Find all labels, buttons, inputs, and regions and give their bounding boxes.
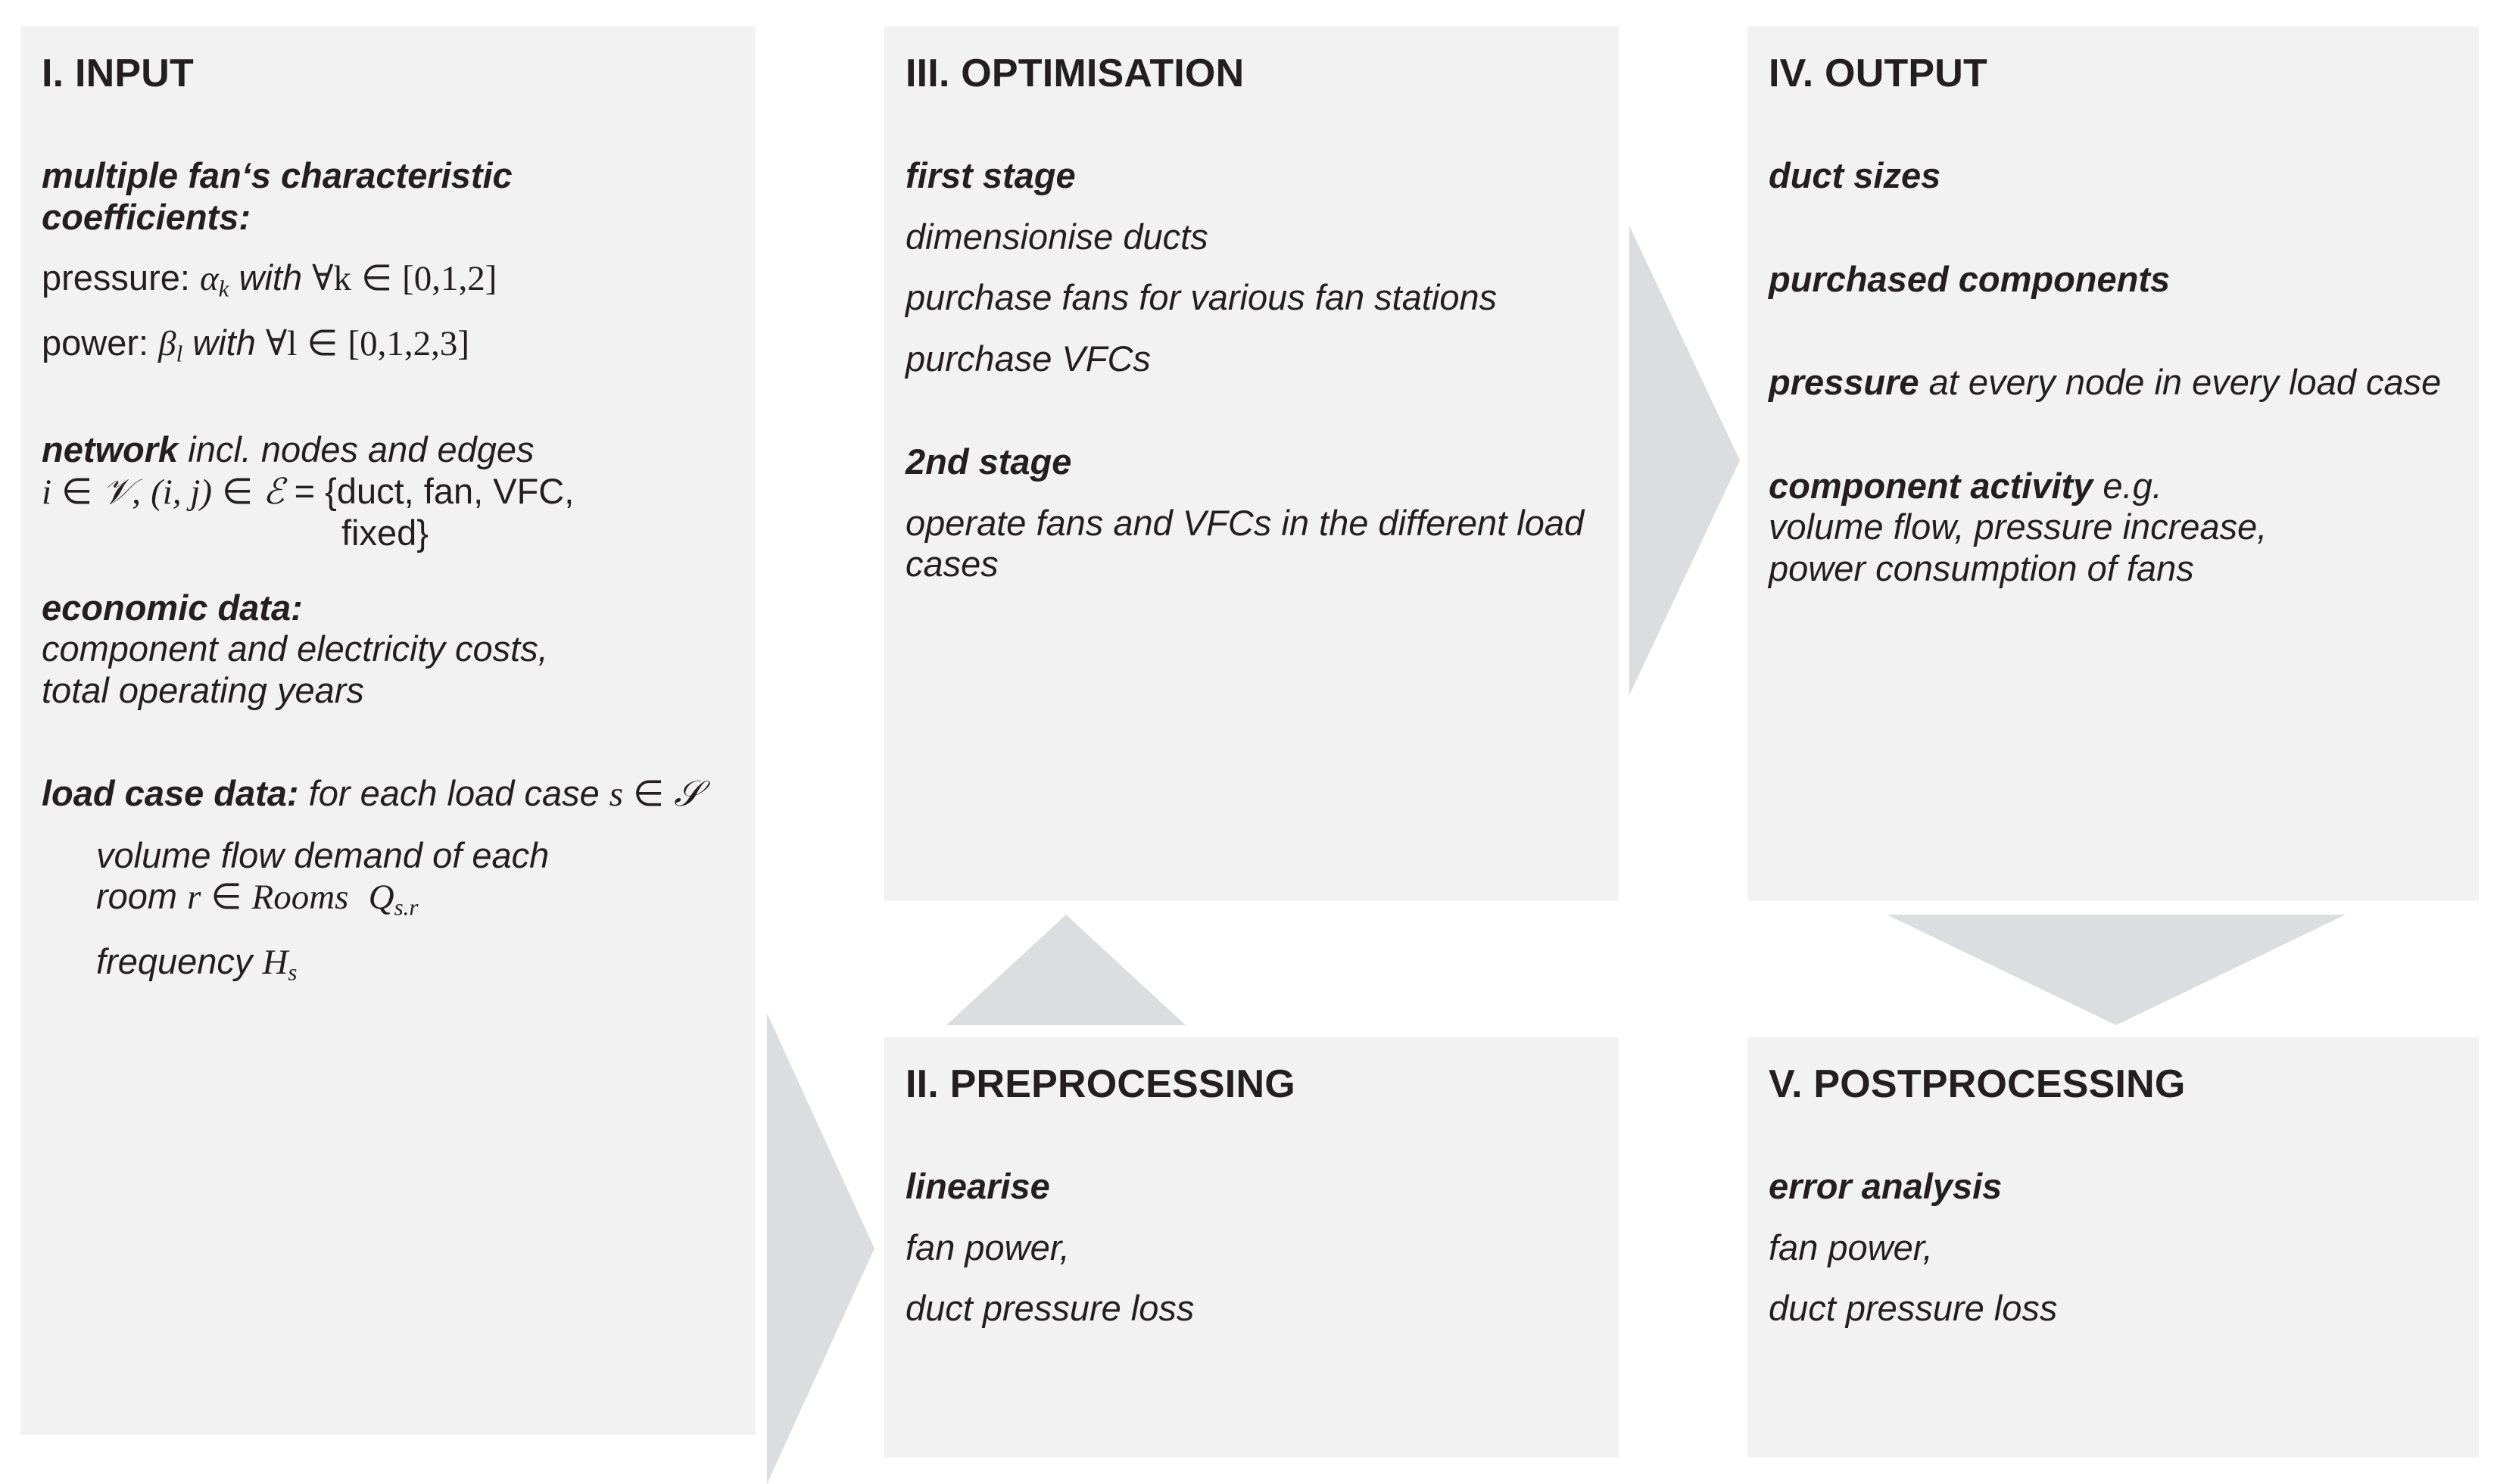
box-preprocessing: II. PREPROCESSING linearise fan power, d… (884, 1037, 1619, 1458)
input-network-ij: (i, j) (151, 472, 213, 512)
box-postprocessing-body: error analysis fan power, duct pressure … (1769, 1166, 2452, 1330)
box-preprocessing-title: II. PREPROCESSING (906, 1062, 1295, 1106)
box-postprocessing: V. POSTPROCESSING error analysis fan pow… (1747, 1037, 2479, 1458)
arrow-optimisation-to-output-icon (1629, 226, 1740, 695)
input-volume-Q: Q (368, 878, 394, 918)
input-fan-coefficients-heading: multiple fan‘s characteristic coefficien… (42, 155, 513, 237)
input-network-heading: network incl. nodes and edges (42, 429, 728, 471)
input-economic-heading: economic data: (42, 587, 303, 628)
input-volume-r: r (187, 878, 201, 918)
input-frequency-line: frequency Hs (96, 941, 728, 987)
input-power-label: power: (42, 322, 149, 363)
output-item-purchased-components: purchased components (1769, 258, 2171, 299)
optimisation-stage1-heading: first stage (906, 155, 1076, 195)
input-network-bold: network (42, 429, 179, 470)
input-loadcase-heading: load case data: for each load case s ∈ 𝒮 (42, 773, 728, 815)
input-loadcase-rest: for each load case (308, 773, 600, 814)
output-item-pressure: pressure at every node in every load cas… (1769, 362, 2452, 404)
input-network-in1: ∈ (61, 470, 93, 511)
input-frequency-label: frequency (96, 941, 253, 982)
input-economic-line2: total operating years (42, 669, 364, 710)
optimisation-stage2-item-0: operate fans and VFCs in the different l… (906, 502, 1585, 585)
input-pressure-set: [0,1,2] (402, 259, 497, 299)
box-optimisation-body: first stage dimensionise ducts purchase … (906, 155, 1591, 585)
input-volume-rooms: Rooms (251, 878, 349, 918)
input-volume-in: ∈ (210, 876, 242, 917)
input-pressure-line: pressure: αk with ∀k ∈ [0,1,2] (42, 257, 728, 303)
output-item-component-activity-line3: power consumption of fans (1769, 547, 2194, 588)
input-power-line: power: βl with ∀l ∈ [0,1,2,3] (42, 323, 728, 368)
box-optimisation-title: III. OPTIMISATION (906, 51, 1245, 95)
input-network-i: i (42, 472, 52, 512)
box-output: IV. OUTPUT duct sizes purchased componen… (1747, 26, 2479, 901)
input-power-set: [0,1,2,3] (348, 323, 469, 363)
input-power-with: with (192, 322, 256, 363)
input-network-eq: = {duct, fan, VFC, (294, 470, 575, 511)
input-frequency-H: H (262, 943, 288, 983)
input-network-rest: incl. nodes and edges (188, 429, 535, 470)
optimisation-stage1-item-0: dimensionise ducts (906, 216, 1208, 257)
output-item-component-activity-bold: component activity (1769, 465, 2093, 506)
input-power-symbol: β (158, 323, 176, 363)
optimisation-stage1-item-1: purchase fans for various fan stations (906, 277, 1498, 318)
input-volume-room: room (96, 876, 178, 917)
input-volume-line1: volume flow demand of each (96, 834, 550, 875)
box-preprocessing-body: linearise fan power, duct pressure loss (906, 1166, 1591, 1330)
postprocessing-heading: error analysis (1769, 1166, 2003, 1206)
input-power-forall: ∀l (265, 323, 298, 363)
input-network-comma: , (132, 472, 142, 512)
input-loadcase-s: s (609, 775, 624, 815)
input-frequency-H-subscript: s (288, 959, 298, 986)
box-input-body: multiple fan‘s characteristic coefficien… (42, 155, 728, 987)
box-output-title: IV. OUTPUT (1769, 51, 1988, 95)
input-loadcase-bold: load case data: (42, 773, 299, 814)
output-item-component-activity: component activity e.g. (1769, 466, 2452, 507)
preprocessing-item-1: duct pressure loss (906, 1288, 1195, 1329)
input-power-in: ∈ (307, 322, 338, 363)
box-postprocessing-title: V. POSTPROCESSING (1769, 1062, 2186, 1106)
box-output-body: duct sizes purchased components pressure… (1769, 155, 2452, 589)
output-item-pressure-bold: pressure (1769, 362, 1919, 403)
output-item-pressure-rest: at every node in every load case (1928, 362, 2442, 403)
input-network-E: ℰ (263, 472, 285, 512)
input-network-math-line1: i ∈ 𝒱, (i, j) ∈ ℰ = {duct, fan, VFC, (42, 471, 728, 513)
input-pressure-symbol: α (199, 259, 219, 299)
input-volume-line2: room r ∈ Rooms Qs.r (96, 876, 728, 921)
input-pressure-forall: ∀k (312, 259, 352, 299)
optimisation-stage1-item-2: purchase VFCs (906, 338, 1151, 379)
input-network-math-line2: fixed} (341, 513, 429, 553)
input-loadcase-S: 𝒮 (674, 775, 702, 815)
input-loadcase-in: ∈ (633, 773, 665, 814)
postprocessing-item-0: fan power, (1769, 1227, 1933, 1267)
input-volume-Q-subscript: s.r (394, 894, 419, 921)
input-power-subscript: l (176, 340, 183, 367)
arrow-input-to-preprocessing-icon (767, 1013, 874, 1484)
box-input-title: I. INPUT (42, 51, 194, 95)
postprocessing-item-1: duct pressure loss (1769, 1288, 2058, 1329)
output-item-component-activity-rest: e.g. (2103, 465, 2162, 506)
input-network-in2: ∈ (222, 470, 254, 511)
input-pressure-in: ∈ (361, 257, 393, 298)
input-pressure-subscript: k (218, 275, 229, 302)
output-item-duct-sizes: duct sizes (1769, 155, 1941, 195)
optimisation-stage2-heading: 2nd stage (906, 441, 1072, 482)
arrow-preprocessing-to-optimisation-icon (946, 915, 1186, 1025)
input-loadcase-sublist: volume flow demand of each room r ∈ Room… (42, 835, 728, 987)
input-economic-line1: component and electricity costs, (42, 628, 548, 669)
input-network-V: 𝒱 (102, 472, 132, 512)
input-pressure-label: pressure: (42, 257, 190, 298)
box-input: I. INPUT multiple fan‘s characteristic c… (20, 26, 756, 1435)
output-item-component-activity-line2: volume flow, pressure increase, (1769, 507, 2268, 547)
preprocessing-heading: linearise (906, 1166, 1050, 1206)
preprocessing-item-0: fan power, (906, 1227, 1070, 1267)
box-optimisation: III. OPTIMISATION first stage dimensioni… (884, 26, 1619, 901)
input-pressure-with: with (238, 257, 303, 298)
arrow-output-to-postprocessing-icon (1887, 915, 2346, 1025)
